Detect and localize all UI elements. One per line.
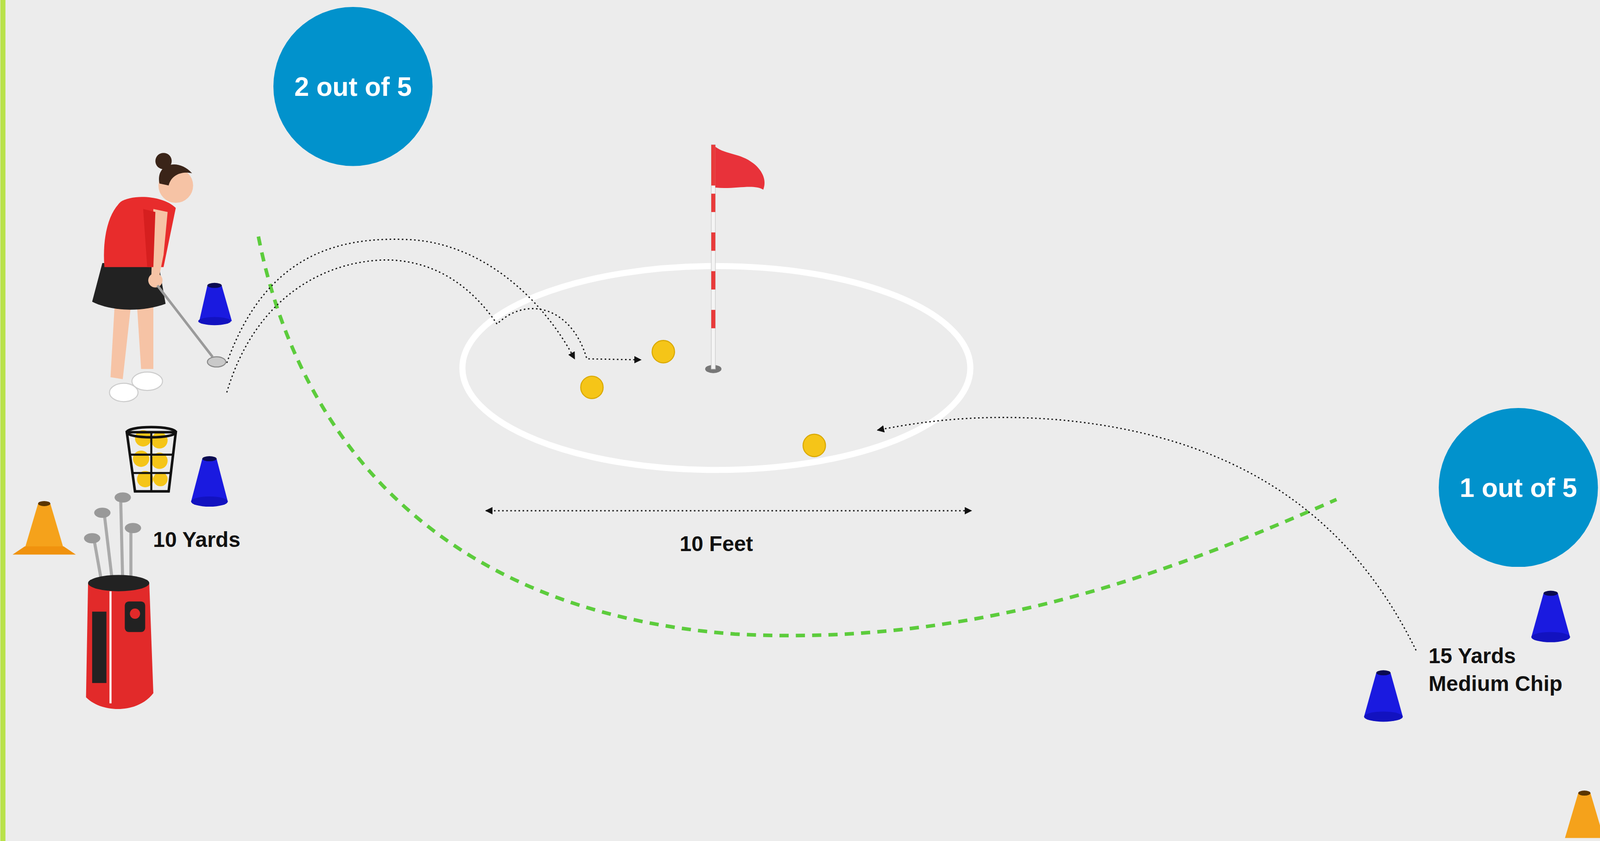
bucket-wire — [150, 432, 152, 492]
dimension-line — [486, 510, 972, 512]
score-text: 1 out of 5 — [1459, 472, 1577, 504]
boundary-line — [258, 236, 1337, 637]
golf-ball — [580, 376, 603, 399]
dimension-label: 15 Yards Medium Chip — [1428, 642, 1587, 699]
bag-top — [88, 575, 150, 592]
golfer-leg — [110, 305, 131, 380]
blue-cone — [1364, 673, 1404, 718]
blue-cone — [198, 317, 231, 326]
score-text: 2 out of 5 — [294, 71, 412, 102]
blue-cone — [1543, 591, 1558, 597]
golfer-shoe — [132, 372, 163, 391]
golf-ball — [151, 432, 168, 449]
bucket-wire — [129, 454, 173, 456]
club-head — [83, 533, 101, 544]
orange-cone — [37, 501, 51, 507]
blue-cone — [202, 456, 217, 462]
blue-cone — [1531, 593, 1571, 638]
score-circle: 1 out of 5 — [1438, 408, 1599, 568]
circle-fill — [273, 6, 433, 167]
blue-cone — [207, 283, 222, 289]
bucket-wire — [126, 432, 177, 492]
circle-fill — [1438, 408, 1599, 568]
orange-cone — [25, 503, 64, 549]
club-shaft — [120, 499, 123, 584]
ball-bucket — [126, 427, 177, 492]
blue-cone — [1531, 632, 1571, 643]
flag-pole-stripes — [711, 145, 716, 329]
score-circle: 2 out of 5 — [273, 6, 433, 167]
ball-trajectory — [877, 417, 1417, 651]
golfer-figure — [92, 152, 226, 402]
edge-strip — [0, 0, 6, 841]
golfer-sleeve — [143, 208, 156, 267]
orange-cone — [1564, 793, 1600, 839]
pole-stripe — [711, 271, 716, 291]
orange-cone — [1578, 790, 1591, 797]
flag-pole — [711, 145, 716, 370]
blue-cone — [1376, 670, 1391, 676]
bag-body — [86, 583, 154, 710]
blue-cone — [199, 285, 232, 322]
blue-cone — [190, 496, 228, 507]
golf-ball — [580, 340, 826, 457]
blue-cone — [1364, 711, 1404, 722]
golf-bag — [83, 492, 154, 710]
ball-trajectory — [226, 239, 575, 364]
pole-stripe — [711, 193, 716, 213]
bag-pocket — [124, 601, 146, 633]
target-ring — [462, 266, 971, 471]
ball-trajectory — [226, 259, 641, 393]
club-head — [114, 492, 131, 503]
bag-stripe — [109, 591, 112, 704]
golf-club — [157, 285, 213, 357]
bucket-wire — [132, 472, 171, 475]
golfer-bun — [155, 152, 172, 170]
golfer-hands — [148, 273, 163, 288]
blue-cone — [190, 459, 228, 502]
bag-logo — [129, 608, 140, 620]
bucket-wire — [126, 427, 177, 438]
marker-cone — [12, 283, 1600, 839]
golfer-leg — [137, 305, 154, 369]
pole-stripe — [711, 309, 716, 329]
golf-ball — [651, 340, 675, 363]
club-shaft — [104, 515, 113, 584]
golf-ball — [803, 434, 826, 457]
bag-pocket — [92, 612, 107, 684]
club-head — [124, 523, 141, 534]
ball-trajectory — [226, 239, 1417, 652]
orange-cone — [12, 546, 76, 556]
pole-stripe — [711, 145, 716, 186]
pole-stripe — [711, 232, 716, 252]
flag — [715, 146, 765, 190]
club-head — [94, 507, 111, 519]
golf-ball — [153, 472, 168, 487]
dimension-label: 10 Yards — [152, 526, 241, 555]
golf-club-head — [207, 356, 227, 367]
golf-ball — [132, 450, 150, 468]
dimension-label: 10 Feet — [679, 530, 754, 559]
